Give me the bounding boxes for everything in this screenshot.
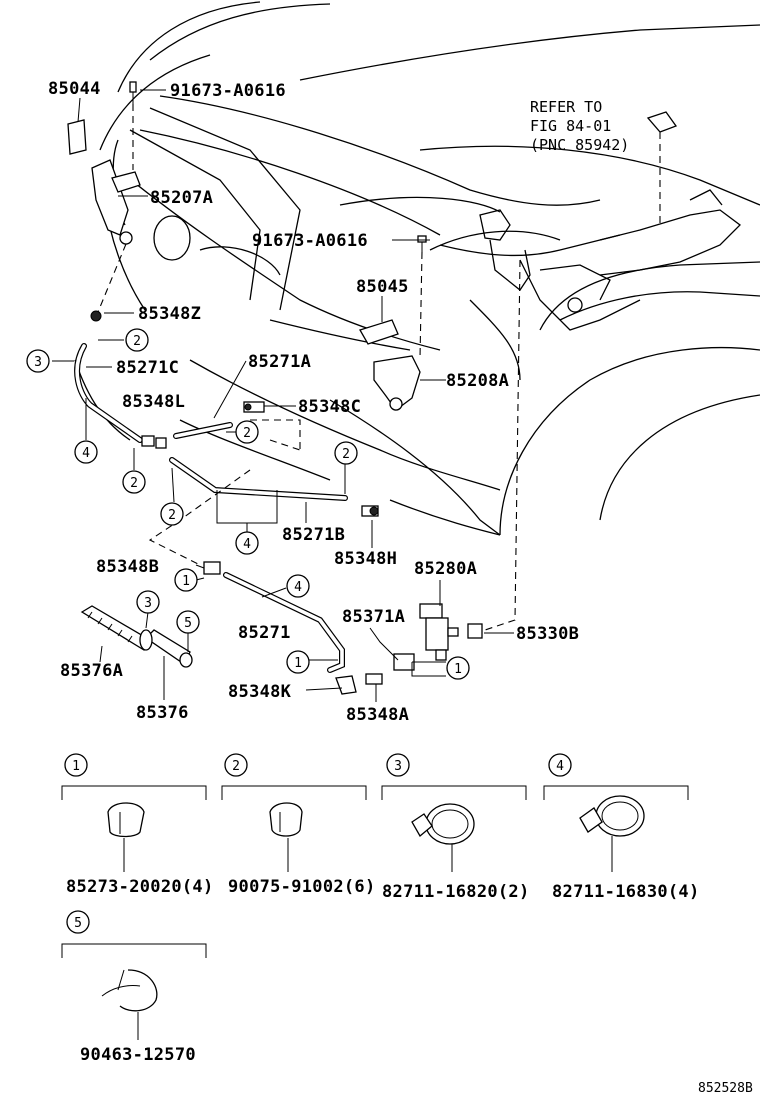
label-85208A: 85208A (446, 371, 509, 391)
part-85280A-pump (419, 603, 459, 661)
part-85348H-connector (361, 505, 379, 517)
callout-1-c: 1 (446, 656, 470, 680)
label-85348B: 85348B (96, 557, 159, 577)
legend-part-1: 85273-20020(4) (66, 877, 214, 897)
svg-text:5: 5 (184, 616, 192, 631)
legend-item-1: 1 85273-20020(4) (61, 753, 214, 897)
parts-artwork (67, 81, 678, 695)
part-number-labels: 85044 91673-A0616 85207A 91673-A0616 850… (48, 79, 579, 725)
svg-text:2: 2 (243, 426, 251, 441)
svg-text:4: 4 (82, 446, 90, 461)
label-85348Z: 85348Z (138, 304, 201, 324)
svg-text:3: 3 (394, 759, 402, 774)
callout-2-d: 2 (122, 470, 146, 494)
label-91673-A0616-mid: 91673-A0616 (252, 231, 368, 251)
svg-text:4: 4 (294, 580, 302, 595)
label-91673-A0616-top: 91673-A0616 (170, 81, 286, 101)
svg-text:2: 2 (232, 759, 240, 774)
callout-circles: 2 3 2 4 2 2 2 4 1 4 3 5 1 1 (26, 328, 470, 680)
callout-2-e: 2 (160, 502, 184, 526)
refer-note-line3: (PNC 85942) (530, 136, 629, 154)
label-85376: 85376 (136, 703, 189, 723)
legend-part-5: 90463-12570 (80, 1045, 196, 1065)
part-85348K-elbow (335, 675, 357, 695)
label-85330B: 85330B (516, 624, 579, 644)
legend-item-5: 5 90463-12570 (61, 910, 207, 1065)
label-85271C: 85271C (116, 358, 179, 378)
callout-4-c: 4 (286, 574, 310, 598)
label-85280A: 85280A (414, 559, 477, 579)
callout-1-b: 1 (286, 650, 310, 674)
label-85271: 85271 (238, 623, 291, 643)
part-85044-cover (67, 119, 87, 155)
refer-note-line1: REFER TO (530, 98, 602, 116)
callout-3-a: 3 (26, 349, 50, 373)
svg-text:4: 4 (243, 537, 251, 552)
legend-item-2: 2 90075-91002(6) (221, 753, 376, 897)
svg-text:3: 3 (144, 596, 152, 611)
part-85208A-actuator (373, 355, 421, 411)
dashed-guide-lines (97, 104, 661, 631)
legend-item-4: 4 82711-16830(4) (543, 753, 700, 902)
svg-text:3: 3 (34, 355, 42, 370)
legend-part-2: 90075-91002(6) (228, 877, 376, 897)
label-85348A: 85348A (346, 705, 409, 725)
refer-note: REFER TO FIG 84-01 (PNC 85942) (530, 98, 629, 154)
callout-4-b: 4 (235, 531, 259, 555)
callout-3-b: 3 (136, 590, 160, 614)
svg-text:2: 2 (168, 508, 176, 523)
svg-text:1: 1 (454, 662, 462, 677)
svg-text:2: 2 (130, 476, 138, 491)
part-85348A-connector (365, 673, 383, 685)
legend-part-3: 82711-16820(2) (382, 882, 530, 902)
part-85348L-tee (141, 435, 167, 449)
svg-text:1: 1 (72, 759, 80, 774)
clamp-3-on-tube (139, 629, 153, 651)
legend-item-3: 3 82711-16820(2) (381, 753, 530, 902)
callout-2-c: 2 (334, 441, 358, 465)
callout-4-a: 4 (74, 440, 98, 464)
part-bolt-91673-top (129, 81, 137, 104)
legend-section: 1 85273-20020(4) 2 90075-91002(6) 3 (61, 753, 700, 1065)
svg-text:1: 1 (182, 574, 190, 589)
legend-part-4: 82711-16830(4) (552, 882, 700, 902)
callout-5-a: 5 (176, 610, 200, 634)
part-85207A-actuator (91, 159, 141, 245)
label-85348H: 85348H (334, 549, 397, 569)
part-85371A-grommet (393, 653, 415, 671)
label-85348K: 85348K (228, 682, 292, 702)
label-85207A: 85207A (150, 188, 213, 208)
part-85348C-valve (243, 401, 265, 413)
part-85348Z-joint (90, 310, 102, 322)
label-85271B: 85271B (282, 525, 345, 545)
callout-2-b: 2 (235, 420, 259, 444)
label-85044: 85044 (48, 79, 101, 99)
label-85348C: 85348C (298, 397, 361, 417)
part-85942-connector (646, 111, 678, 133)
part-85376-tube (144, 629, 193, 668)
svg-text:2: 2 (133, 334, 141, 349)
svg-text:2: 2 (342, 447, 350, 462)
part-85330B-grommet (467, 623, 483, 639)
label-85271A: 85271A (248, 352, 311, 372)
label-85376A: 85376A (60, 661, 123, 681)
leader-lines (52, 89, 514, 702)
callout-1-a: 1 (174, 568, 198, 592)
svg-text:4: 4 (556, 759, 564, 774)
callout-2-a: 2 (125, 328, 149, 352)
refer-note-line2: FIG 84-01 (530, 117, 611, 135)
figure-id: 852528B (698, 1081, 753, 1096)
part-85348B-connector (203, 561, 221, 575)
svg-text:1: 1 (294, 656, 302, 671)
label-85045: 85045 (356, 277, 409, 297)
label-85348L: 85348L (122, 392, 185, 412)
part-bolt-91673-mid (417, 235, 427, 252)
part-85045-cap (359, 319, 399, 345)
svg-text:5: 5 (74, 916, 82, 931)
label-85371A: 85371A (342, 607, 405, 627)
